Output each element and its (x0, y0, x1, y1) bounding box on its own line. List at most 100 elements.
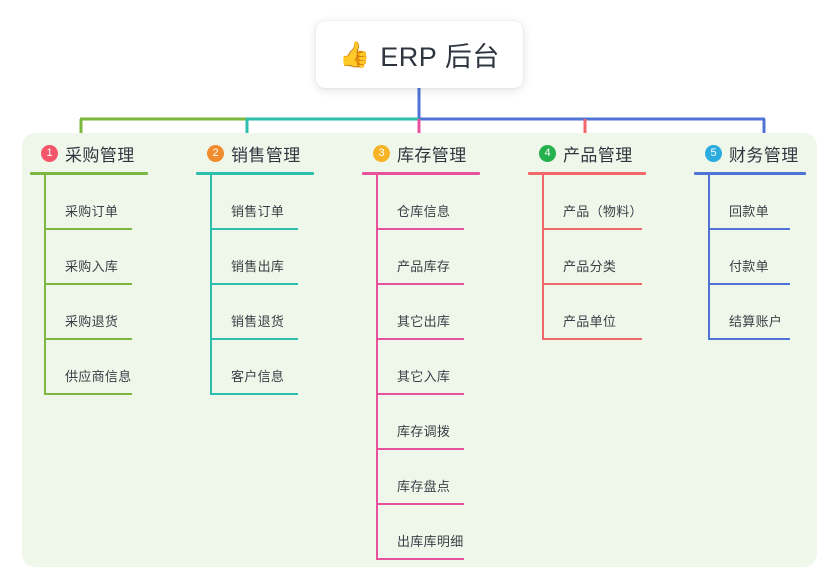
branch-spine (542, 175, 544, 340)
branch-item-underline (542, 228, 642, 230)
branch-underline (362, 172, 480, 175)
branch-item-label: 产品库存 (397, 259, 451, 274)
branch-item-list: 产品（物料） 产品分类产品单位 (542, 175, 678, 340)
branch-item-underline (44, 338, 132, 340)
branch-item[interactable]: 仓库信息 (376, 175, 512, 230)
thumbs-up-icon: 👍 (339, 40, 371, 69)
branch-item[interactable]: 其它出库 (376, 285, 512, 340)
branch-item-label: 仓库信息 (397, 204, 451, 219)
branch-item[interactable]: 回款单 (708, 175, 824, 230)
branch-item-underline (376, 448, 464, 450)
branch-item-underline (542, 338, 642, 340)
branch-number-badge: 2 (207, 144, 224, 162)
branch-item[interactable]: 产品单位 (542, 285, 678, 340)
branch-column-2: 2 销售管理销售订单销售出库销售退货客户信息 (196, 140, 346, 395)
branch-item-list: 销售订单销售出库销售退货客户信息 (210, 175, 346, 395)
branch-item-list: 仓库信息产品库存其它出库其它入库库存调拨库存盘点出库库明细 (376, 175, 512, 560)
branch-item-list: 回款单付款单结算账户 (708, 175, 824, 340)
branch-item-label: 采购入库 (65, 259, 119, 274)
branch-item-underline (708, 228, 790, 230)
branch-item-underline (376, 338, 464, 340)
branch-column-3: 3 库存管理仓库信息产品库存其它出库其它入库库存调拨库存盘点出库库明细 (362, 140, 512, 560)
branch-item-label: 产品单位 (563, 314, 617, 329)
branch-item[interactable]: 销售订单 (210, 175, 346, 230)
branch-item-underline (44, 283, 132, 285)
branch-item-underline (376, 393, 464, 395)
branch-item-underline (708, 338, 790, 340)
branch-spine (210, 175, 212, 395)
branch-item[interactable]: 其它入库 (376, 340, 512, 395)
branch-item-underline (210, 338, 298, 340)
branch-title: 库存管理 (397, 145, 467, 165)
branch-header-4[interactable]: 4 产品管理 (528, 140, 678, 166)
branch-item[interactable]: 库存盘点 (376, 450, 512, 505)
branch-title: 采购管理 (65, 145, 135, 165)
branch-item-label: 出库库明细 (397, 534, 464, 549)
branch-item-label: 回款单 (729, 204, 769, 219)
branch-item[interactable]: 采购订单 (44, 175, 180, 230)
branch-item-label: 其它入库 (397, 369, 451, 384)
branch-item-label: 销售出库 (231, 259, 285, 274)
branch-item[interactable]: 客户信息 (210, 340, 346, 395)
branch-underline (694, 172, 806, 175)
branch-number-badge: 4 (539, 144, 556, 162)
branch-item[interactable]: 结算账户 (708, 285, 824, 340)
branch-item-label: 客户信息 (231, 369, 285, 384)
branch-column-1: 1 采购管理采购订单采购入库采购退货供应商信息 (30, 140, 180, 395)
branch-title: 销售管理 (231, 145, 301, 165)
branch-item-label: 库存盘点 (397, 479, 451, 494)
branch-item-underline (376, 228, 464, 230)
branch-item[interactable]: 付款单 (708, 230, 824, 285)
branch-item-underline (376, 558, 464, 560)
branch-underline (30, 172, 148, 175)
branch-item[interactable]: 出库库明细 (376, 505, 512, 560)
branch-item-label: 供应商信息 (65, 369, 132, 384)
branch-item[interactable]: 产品库存 (376, 230, 512, 285)
branch-item-label: 结算账户 (729, 314, 783, 329)
branch-item-label: 销售退货 (231, 314, 285, 329)
branch-item-underline (210, 393, 298, 395)
root-title: ERP 后台 (380, 42, 500, 72)
branch-item-underline (44, 228, 132, 230)
branch-item-underline (376, 283, 464, 285)
branch-item-underline (542, 283, 642, 285)
branch-title: 财务管理 (729, 145, 799, 165)
branch-item[interactable]: 采购退货 (44, 285, 180, 340)
branch-item[interactable]: 采购入库 (44, 230, 180, 285)
branch-item-label: 产品（物料） (563, 204, 643, 219)
branch-item[interactable]: 产品（物料） (542, 175, 678, 230)
branch-underline (528, 172, 646, 175)
branch-item-underline (210, 283, 298, 285)
branch-header-5[interactable]: 5 财务管理 (694, 140, 824, 166)
branch-item-label: 付款单 (729, 259, 769, 274)
branch-item-label: 其它出库 (397, 314, 451, 329)
branch-item-underline (376, 503, 464, 505)
branch-item[interactable]: 销售退货 (210, 285, 346, 340)
branch-number-badge: 3 (373, 144, 390, 162)
branch-number-badge: 5 (705, 144, 722, 162)
branch-column-4: 4 产品管理产品（物料） 产品分类产品单位 (528, 140, 678, 340)
branch-item[interactable]: 库存调拨 (376, 395, 512, 450)
branches-panel (22, 133, 817, 567)
root-node[interactable]: 👍 ERP 后台 (316, 21, 523, 88)
branch-spine (708, 175, 710, 340)
branch-spine (376, 175, 378, 560)
branch-item-label: 产品分类 (563, 259, 617, 274)
branch-item-label: 库存调拨 (397, 424, 451, 439)
branch-header-3[interactable]: 3 库存管理 (362, 140, 512, 166)
branch-number-badge: 1 (41, 144, 58, 162)
branch-item-underline (708, 283, 790, 285)
branch-spine (44, 175, 46, 395)
branch-item-underline (44, 393, 132, 395)
branch-header-1[interactable]: 1 采购管理 (30, 140, 180, 166)
branch-title: 产品管理 (563, 145, 633, 165)
branch-item[interactable]: 销售出库 (210, 230, 346, 285)
branch-underline (196, 172, 314, 175)
branch-item[interactable]: 供应商信息 (44, 340, 180, 395)
branch-item-underline (210, 228, 298, 230)
branch-item[interactable]: 产品分类 (542, 230, 678, 285)
branch-item-label: 采购退货 (65, 314, 119, 329)
branch-header-2[interactable]: 2 销售管理 (196, 140, 346, 166)
branch-item-label: 销售订单 (231, 204, 285, 219)
